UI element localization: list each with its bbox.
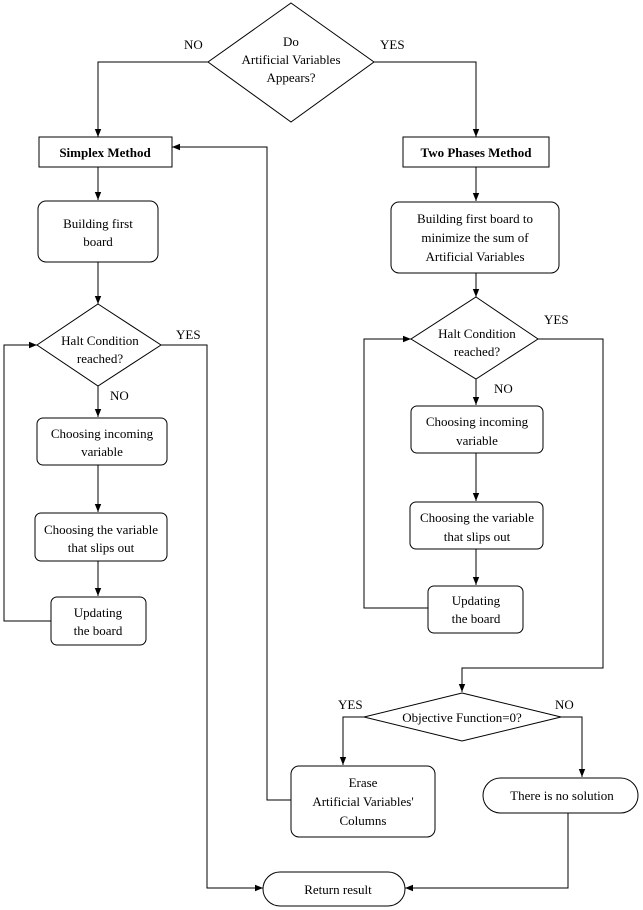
- two-phase-build-line-2: minimize the sum of: [421, 230, 529, 245]
- simplex-halt-line-1: Halt Condition: [61, 333, 139, 348]
- decision-line-2: Artificial Variables: [241, 52, 340, 67]
- erase-line-3: Columns: [340, 813, 387, 828]
- simplex-incoming-line-1: Choosing incoming: [51, 426, 154, 441]
- simplex-halt-yes: YES: [176, 327, 201, 342]
- simplex-build-line-1: Building first: [63, 216, 133, 231]
- simplex-incoming-box: Choosing incoming variable: [36, 417, 168, 466]
- simplex-slips-line-1: Choosing the variable: [44, 522, 158, 537]
- simplex-build-line-2: board: [83, 234, 113, 249]
- simplex-update-box: Updating the board: [50, 596, 147, 646]
- two-phase-halt-line-1: Halt Condition: [438, 326, 516, 341]
- two-phase-incoming-line-1: Choosing incoming: [426, 414, 529, 429]
- edge-halt-to-objective: [458, 338, 604, 692]
- no-solution-terminal: There is no solution: [482, 777, 639, 814]
- edge-objective-to-nosolution: [561, 716, 586, 777]
- two-phase-slips-line-1: Choosing the variable: [420, 510, 534, 525]
- edge-decision-to-simplex: [94, 61, 208, 137]
- two-phase-incoming-line-2: variable: [456, 433, 498, 448]
- decision-artificial-variables: Do Artificial Variables Appears?: [207, 2, 375, 123]
- erase-line-2: Artificial Variables': [312, 794, 413, 809]
- two-phases-method-box: Two Phases Method: [402, 136, 550, 168]
- simplex-incoming-line-2: variable: [81, 444, 123, 459]
- simplex-update-line-2: the board: [74, 623, 123, 638]
- simplex-title: Simplex Method: [59, 145, 151, 160]
- simplex-halt-line-2: reached?: [77, 351, 123, 366]
- label-yes-top: YES: [380, 37, 405, 52]
- return-result-terminal: Return result: [262, 871, 406, 907]
- edge-nosolution-to-return: [405, 813, 569, 892]
- two-phases-title: Two Phases Method: [421, 145, 533, 160]
- simplex-halt-decision: Halt Condition reached?: [36, 303, 162, 387]
- two-phase-halt-yes: YES: [544, 312, 569, 327]
- simplex-method-box: Simplex Method: [38, 136, 173, 168]
- objective-function-decision: Objective Function=0?: [363, 692, 562, 742]
- two-phase-halt-no: NO: [494, 381, 513, 396]
- two-phase-build-line-3: Artificial Variables: [425, 249, 524, 264]
- connectors: [3, 61, 604, 892]
- two-phase-slips-line-2: that slips out: [444, 529, 511, 544]
- simplex-update-line-1: Updating: [74, 605, 123, 620]
- label-no-top: NO: [184, 37, 203, 52]
- simplex-halt-no: NO: [110, 388, 129, 403]
- two-phase-update-box: Updating the board: [427, 585, 524, 634]
- edge-erase-to-simplex: [172, 143, 291, 801]
- edge-halt-to-return-simplex: [161, 344, 263, 892]
- two-phase-halt-decision: Halt Condition reached?: [410, 296, 539, 380]
- edge-decision-to-two-phase: [374, 61, 480, 137]
- two-phase-halt-line-2: reached?: [454, 344, 500, 359]
- no-solution-text: There is no solution: [510, 788, 614, 803]
- objective-text: Objective Function=0?: [402, 710, 522, 725]
- two-phase-slips-box: Choosing the variable that slips out: [409, 501, 544, 550]
- erase-artificial-box: Erase Artificial Variables' Columns: [290, 765, 436, 838]
- two-phase-build-box: Building first board to minimize the sum…: [390, 201, 560, 274]
- two-phase-update-line-2: the board: [452, 611, 501, 626]
- two-phase-update-line-1: Updating: [452, 593, 501, 608]
- erase-line-1: Erase: [349, 775, 378, 790]
- objective-no: NO: [555, 697, 574, 712]
- simplex-slips-box: Choosing the variable that slips out: [34, 512, 168, 562]
- simplex-slips-line-2: that slips out: [68, 540, 135, 555]
- edge-objective-to-erase: [339, 716, 364, 765]
- edge-update-loop-simplex: [3, 341, 51, 622]
- objective-yes: YES: [338, 697, 363, 712]
- two-phase-build-line-1: Building first board to: [417, 211, 533, 226]
- return-result-text: Return result: [304, 882, 372, 897]
- simplex-build-box: Building first board: [37, 200, 159, 263]
- decision-line-3: Appears?: [266, 70, 315, 85]
- two-phase-incoming-box: Choosing incoming variable: [410, 405, 544, 454]
- decision-line-1: Do: [283, 34, 299, 49]
- edge-update-loop-two-phase: [363, 335, 428, 609]
